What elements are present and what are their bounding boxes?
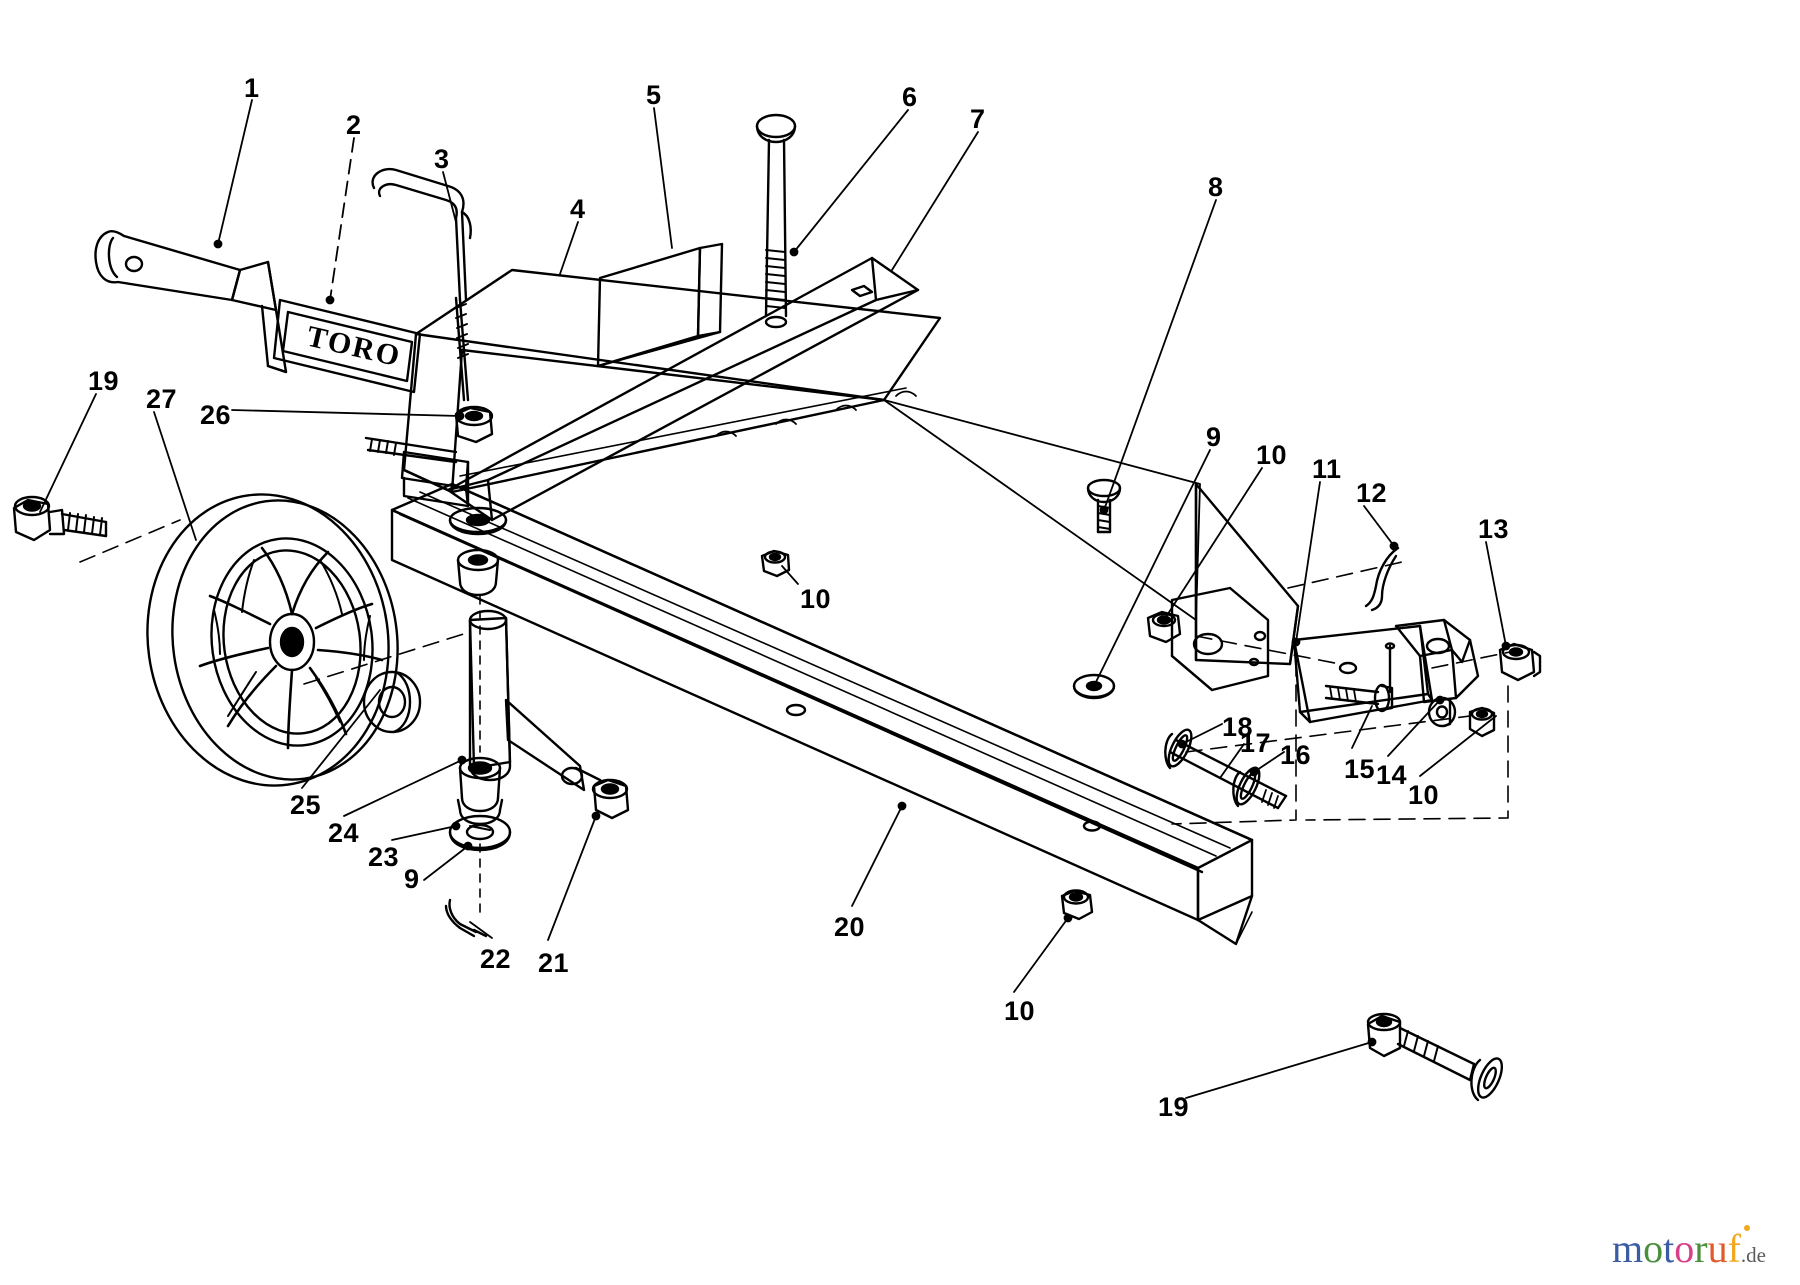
- wheel-support-arm: [468, 609, 602, 792]
- callout-21: 21: [538, 948, 570, 978]
- frame-skirt: [451, 387, 1201, 661]
- callout-12: 12: [1356, 478, 1388, 508]
- axle-hardware-stack: [362, 506, 512, 917]
- callout-26: 26: [200, 400, 232, 430]
- main-channel-frame-part: [390, 482, 1254, 946]
- watermark-letter-m-0: m: [1612, 1226, 1644, 1271]
- callout-24: 24: [328, 818, 360, 848]
- callout-19b: 19: [1158, 1092, 1190, 1122]
- callout-25: 25: [290, 790, 322, 820]
- callout-11: 11: [1312, 454, 1342, 484]
- leader-lines: [39, 99, 1511, 1099]
- callout-7: 7: [970, 104, 986, 134]
- motoruf-watermark: motoruf.de: [1612, 1225, 1766, 1271]
- carriage-bolt-short-part: [1086, 478, 1122, 534]
- callout-15: 15: [1344, 754, 1376, 784]
- callout-4: 4: [570, 194, 586, 224]
- callout-3: 3: [434, 144, 450, 174]
- watermark-letter-o-1: o: [1643, 1226, 1664, 1271]
- callout-19a: 19: [88, 366, 120, 396]
- callout-9b: 9: [404, 864, 420, 894]
- callout-23: 23: [368, 842, 400, 872]
- callout-10d: 10: [1004, 996, 1036, 1026]
- callout-18: 18: [1222, 712, 1254, 742]
- callout-16: 16: [1280, 740, 1312, 770]
- callout-1: 1: [244, 73, 260, 103]
- callout-13: 13: [1478, 514, 1510, 544]
- callout-14: 14: [1376, 760, 1408, 790]
- callout-27: 27: [146, 384, 178, 414]
- shoulder-screw-bottom-right: [1366, 1012, 1504, 1102]
- callout-22: 22: [480, 944, 512, 974]
- watermark-letter-u-5: u: [1707, 1226, 1728, 1271]
- lock-nut-bottom: [1060, 889, 1094, 921]
- callout-8: 8: [1208, 172, 1224, 202]
- cotter-pin-small-part: [444, 898, 488, 938]
- callout-17: 17: [1240, 728, 1272, 758]
- shoulder-screw-left: [12, 495, 108, 542]
- callout-9a: 9: [1206, 422, 1222, 452]
- frame-panel-part: [402, 268, 942, 494]
- callout-10b: 10: [800, 584, 832, 614]
- toro-name-plate-part: [272, 298, 422, 394]
- lock-nut-right-small: [1468, 706, 1496, 738]
- watermark-letter-t-2: t: [1663, 1226, 1675, 1271]
- rear-bracket-wing: [1170, 482, 1300, 692]
- callout-10a: 10: [1256, 440, 1288, 470]
- hex-nut-part: [1498, 642, 1542, 682]
- callout-5: 5: [646, 80, 662, 110]
- wheel-assembly-part: [146, 493, 399, 787]
- axle-nut-part: [364, 405, 494, 508]
- cross-beam-part: [446, 256, 920, 522]
- lock-nut-wheel-part: [591, 778, 630, 820]
- watermark-suffix: .de: [1740, 1243, 1766, 1267]
- pivot-block-part: [1292, 624, 1434, 724]
- callout-10c: 10: [1408, 780, 1440, 810]
- bracket-plate-part: [596, 242, 724, 368]
- callout-20: 20: [834, 912, 866, 942]
- handle-tube-part: [94, 230, 288, 374]
- callout-2: 2: [346, 110, 362, 140]
- spring-rod-assembly: [1164, 728, 1288, 810]
- lock-nut-center: [760, 549, 791, 578]
- callout-6: 6: [902, 82, 918, 112]
- right-bracket-arm: [1394, 618, 1480, 704]
- watermark-letter-f-6: f: [1727, 1225, 1751, 1271]
- carriage-bolt-long-part: [755, 113, 797, 329]
- watermark-letter-r-4: r: [1694, 1226, 1708, 1271]
- watermark-letter-o-3: o: [1674, 1226, 1695, 1271]
- cotter-pin-part: [1364, 546, 1400, 612]
